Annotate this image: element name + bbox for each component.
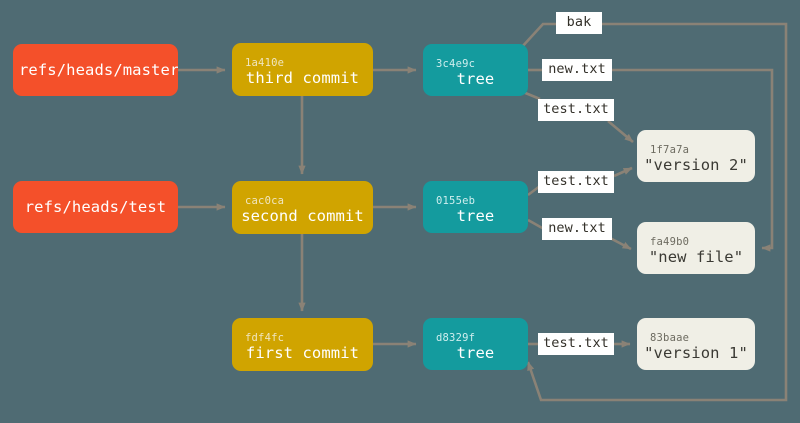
node-label: third commit (245, 69, 360, 87)
node-tree-3c4e9c[interactable]: 3c4e9c tree (423, 44, 528, 96)
node-sha: fa49b0 (650, 235, 690, 248)
node-label: tree (456, 206, 495, 225)
node-label: first commit (245, 344, 360, 362)
edge-label-new-txt-top: new.txt (542, 59, 612, 81)
edge-label-bak: bak (556, 12, 602, 34)
node-label: refs/heads/master (19, 60, 178, 79)
edge-3c4e9c-to-test-label-top (522, 90, 541, 101)
node-ref-test[interactable]: refs/heads/test (13, 181, 178, 233)
node-commit-cac0ca[interactable]: cac0ca second commit (232, 181, 373, 234)
node-label: second commit (241, 207, 364, 225)
node-label: "new file" (648, 247, 744, 266)
edge-newtxt-top-to-fa49b0 (612, 68, 774, 252)
node-commit-1a410e[interactable]: 1a410e third commit (232, 43, 373, 96)
node-blob-fa49b0[interactable]: fa49b0 "new file" (637, 222, 755, 274)
edge-newtxt-mid-to-fa49b0 (609, 236, 632, 251)
node-sha: 3c4e9c (436, 57, 476, 70)
node-sha: cac0ca (245, 195, 285, 207)
node-sha: d8329f (436, 331, 476, 344)
node-tree-d8329f[interactable]: d8329f tree (423, 318, 528, 370)
edge-testtxt-mid-to-1f7a7a (613, 166, 633, 178)
node-blob-83baae[interactable]: 83baae "version 1" (637, 318, 755, 370)
node-sha: 0155eb (436, 194, 476, 207)
edge-label-test-txt-top: test.txt (538, 99, 614, 121)
edge-label-test-txt-bottom: test.txt (538, 333, 614, 355)
edge-3c4e9c-to-bak-label (520, 22, 556, 49)
edge-label-test-txt-mid: test.txt (538, 171, 614, 193)
node-sha: fdf4fc (245, 332, 285, 344)
node-label: refs/heads/test (24, 197, 167, 216)
node-ref-master[interactable]: refs/heads/master (13, 44, 178, 96)
node-label: "version 2" (644, 155, 748, 174)
node-sha: 83baae (650, 331, 690, 344)
node-label: "version 1" (644, 343, 748, 362)
edge-0155eb-to-new-label-mid (527, 218, 545, 231)
node-blob-1f7a7a[interactable]: 1f7a7a "version 2" (637, 130, 755, 182)
node-label: tree (456, 69, 495, 88)
node-sha: 1f7a7a (650, 143, 690, 156)
node-label: tree (456, 343, 495, 362)
node-tree-0155eb[interactable]: 0155eb tree (423, 181, 528, 233)
edge-label-new-txt-mid: new.txt (542, 218, 612, 240)
edge-testtxt-top-to-1f7a7a (607, 120, 634, 143)
node-commit-fdf4fc[interactable]: fdf4fc first commit (232, 318, 373, 371)
node-sha: 1a410e (245, 57, 285, 69)
edge-bak-to-d8329f (526, 22, 788, 402)
